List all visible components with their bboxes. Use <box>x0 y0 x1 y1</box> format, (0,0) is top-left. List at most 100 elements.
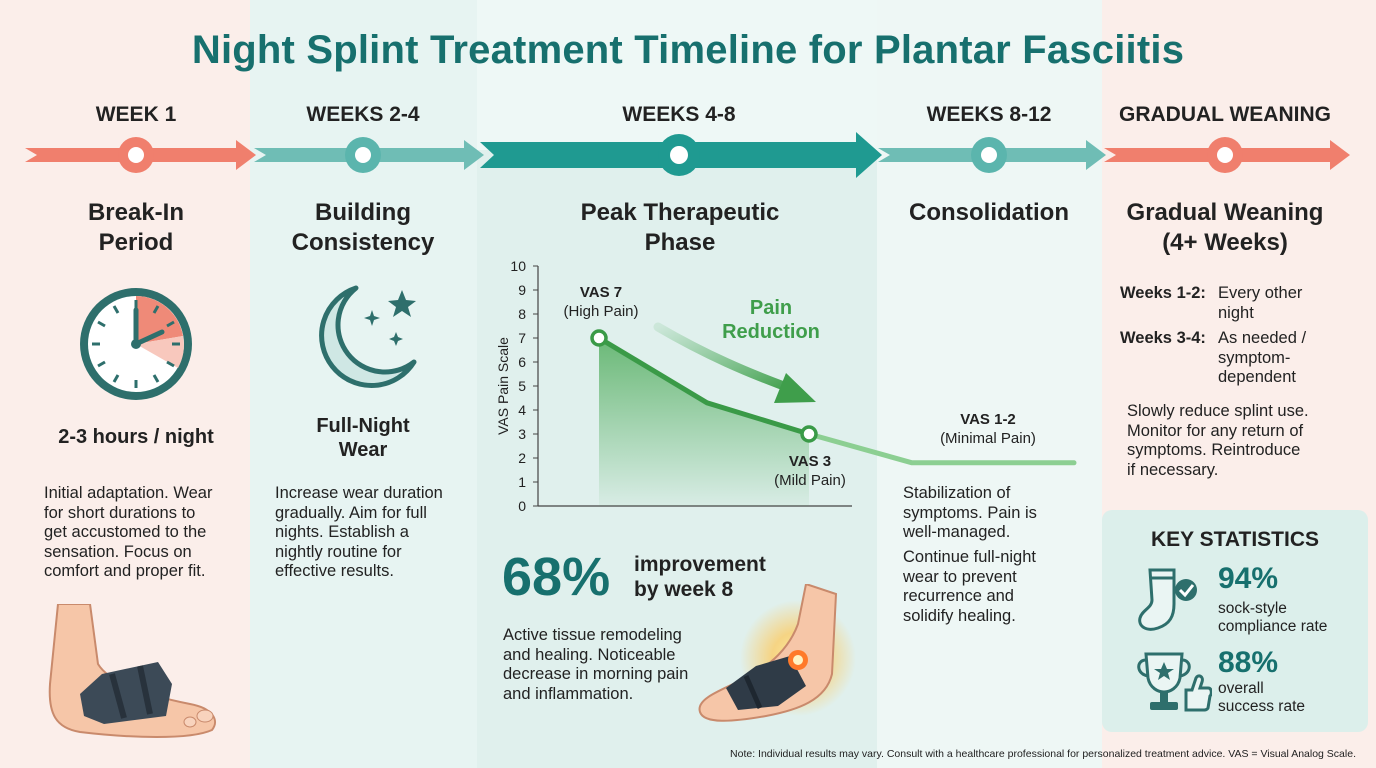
y-tick-label: 4 <box>518 402 526 418</box>
phase-title-3-line1: Peak Therapeutic <box>580 199 780 226</box>
annotation-vas7-label: (High Pain) <box>563 303 639 320</box>
stage2-desc-line: effective results. <box>275 562 394 580</box>
y-tick-label: 0 <box>518 498 526 514</box>
stage4-background <box>877 0 1102 768</box>
stage4-desc2-line: wear to prevent <box>903 567 1017 586</box>
y-tick-label: 1 <box>518 474 526 490</box>
sock-check-icon <box>1138 568 1197 631</box>
stage4-desc-line: well-managed. <box>903 523 1011 541</box>
y-axis-label: VAS Pain Scale <box>495 337 511 435</box>
weaning-schedule-label: Weeks 1-2: <box>1120 284 1206 302</box>
pain-reduction-line1: Pain <box>749 297 793 319</box>
phase-title-2: Building Consistency <box>253 198 473 258</box>
stage3-desc-line: Active tissue remodeling <box>503 626 682 644</box>
phase-title-2-line2: Consistency <box>291 229 435 256</box>
pain-point <box>590 329 608 347</box>
pain-reduction-arrow <box>653 322 797 394</box>
phase-title-1-line1: Break-In <box>87 199 185 226</box>
stage3-desc-line: and healing. Noticeable <box>503 645 676 664</box>
pain-reduction-label: Pain Reduction <box>706 296 836 344</box>
clock-icon <box>80 288 192 400</box>
phase-title-5: Gradual Weaning (4+ Weeks) <box>1110 198 1340 258</box>
weaning-schedule: Weeks 1-2: Every other night Weeks 3-4: … <box>1120 284 1360 388</box>
annotation-vas3-label: (Mild Pain) <box>774 472 846 489</box>
stage2-desc-line: nightly routine for <box>275 542 402 561</box>
pain-line <box>597 335 810 437</box>
weaning-schedule-row: Weeks 1-2: Every other night <box>1120 284 1360 323</box>
pain-point <box>800 425 818 443</box>
annotation-vas12-value: VAS 1-2 <box>960 411 1016 428</box>
stage3-desc-line: decrease in morning pain <box>503 665 689 683</box>
weaning-schedule-line: night <box>1218 303 1254 322</box>
stage1-desc-line: get accustomed to the <box>44 523 207 541</box>
phase-title-2-line1: Building <box>315 199 411 226</box>
weaning-schedule-value: Every other night <box>1218 284 1302 323</box>
y-tick-label: 5 <box>518 378 526 394</box>
week-label-1: WEEK 1 <box>95 103 177 126</box>
moon-stars-icon <box>319 285 417 388</box>
stat-label-line: overall <box>1218 680 1264 697</box>
trophy-thumbs-up-icon <box>1137 652 1212 712</box>
page-title: Night Splint Treatment Timeline for Plan… <box>191 28 1185 72</box>
phase-title-1-line2: Period <box>98 229 174 256</box>
y-tick-label: 2 <box>518 450 526 466</box>
stage2-highlight: Full-Night Wear <box>253 414 473 462</box>
weaning-schedule-line: symptom- <box>1218 348 1291 367</box>
stage2-highlight-line2: Wear <box>338 439 388 461</box>
week-label-5: GRADUAL WEANING <box>1119 103 1331 126</box>
stage1-desc-line: comfort and proper fit. <box>44 562 206 580</box>
annotation-vas7-value: VAS 7 <box>579 284 623 301</box>
y-tick-label: 3 <box>518 426 526 442</box>
weaning-schedule-line: As needed / <box>1218 329 1307 347</box>
stat-label-compliance: sock-style compliance rate <box>1218 600 1327 636</box>
pain-area <box>599 338 809 506</box>
phase-title-3-line2: Phase <box>644 229 716 256</box>
annotation-vas7: VAS 7 (High Pain) <box>556 283 646 321</box>
stage5-desc-line: Monitor for any return of <box>1127 421 1304 440</box>
stage5-desc-line: Slowly reduce splint use. <box>1127 402 1309 420</box>
weaning-schedule-label: Weeks 3-4: <box>1120 329 1206 347</box>
stat-value-compliance: 94% <box>1218 562 1279 595</box>
improvement-label: improvement by week 8 <box>634 552 766 602</box>
pain-reduction-arrowhead <box>774 373 816 403</box>
weaning-schedule-row: Weeks 3-4: As needed / symptom- dependen… <box>1120 329 1360 388</box>
stage1-desc-line: for short durations to <box>44 503 196 522</box>
stage3-desc-line: and inflammation. <box>503 684 634 703</box>
stage5-description: Slowly reduce splint use. Monitor for an… <box>1127 402 1367 480</box>
pain-reduction-line2: Reduction <box>722 321 820 343</box>
weaning-schedule-line: dependent <box>1218 368 1296 386</box>
stage2-highlight-line1: Full-Night <box>316 415 410 437</box>
stage4-desc-line: symptoms. Pain is <box>903 503 1037 522</box>
key-statistics-panel: KEY STATISTICS 94% sock-style compliance… <box>1102 510 1368 732</box>
annotation-vas3: VAS 3 (Mild Pain) <box>762 452 858 490</box>
stage4-desc2-line: solidify healing. <box>903 606 1016 625</box>
phase-title-4: Consolidation <box>909 199 1069 226</box>
week-label-4: WEEKS 8-12 <box>926 103 1052 126</box>
stage2-desc-line: gradually. Aim for full <box>275 503 427 522</box>
phase-title-3: Peak Therapeutic Phase <box>530 198 830 258</box>
weaning-schedule-value: As needed / symptom- dependent <box>1218 329 1306 388</box>
improvement-label-line1: improvement <box>634 553 766 576</box>
y-tick-label: 8 <box>518 306 526 322</box>
stage3-header-background <box>477 0 877 150</box>
stat-label-success: overall success rate <box>1218 680 1305 716</box>
week-label-2: WEEKS 2-4 <box>306 103 420 126</box>
stage1-desc-line: sensation. Focus on <box>44 542 192 561</box>
week-label-3: WEEKS 4-8 <box>622 103 736 126</box>
glowing-heel-icon <box>698 584 856 722</box>
y-tick-label: 6 <box>518 354 526 370</box>
stage4-desc2-line: recurrence and <box>903 587 1014 605</box>
improvement-stat: 68% <box>502 547 611 607</box>
annotation-vas12-label: (Minimal Pain) <box>940 430 1036 447</box>
stage5-desc-line: symptoms. Reintroduce <box>1127 441 1301 459</box>
annotation-vas3-value: VAS 3 <box>788 453 832 470</box>
y-tick-label: 7 <box>518 330 526 346</box>
phase-title-1: Break-In Period <box>26 198 246 258</box>
y-tick-label: 9 <box>518 282 526 298</box>
stage5-desc-line: if necessary. <box>1127 460 1219 479</box>
footnote: Note: Individual results may vary. Consu… <box>730 748 1356 760</box>
stage2-desc-line: Increase wear duration <box>275 484 443 502</box>
foot-splint-icon <box>48 604 217 738</box>
stage4-desc-line: Stabilization of <box>903 484 1011 502</box>
